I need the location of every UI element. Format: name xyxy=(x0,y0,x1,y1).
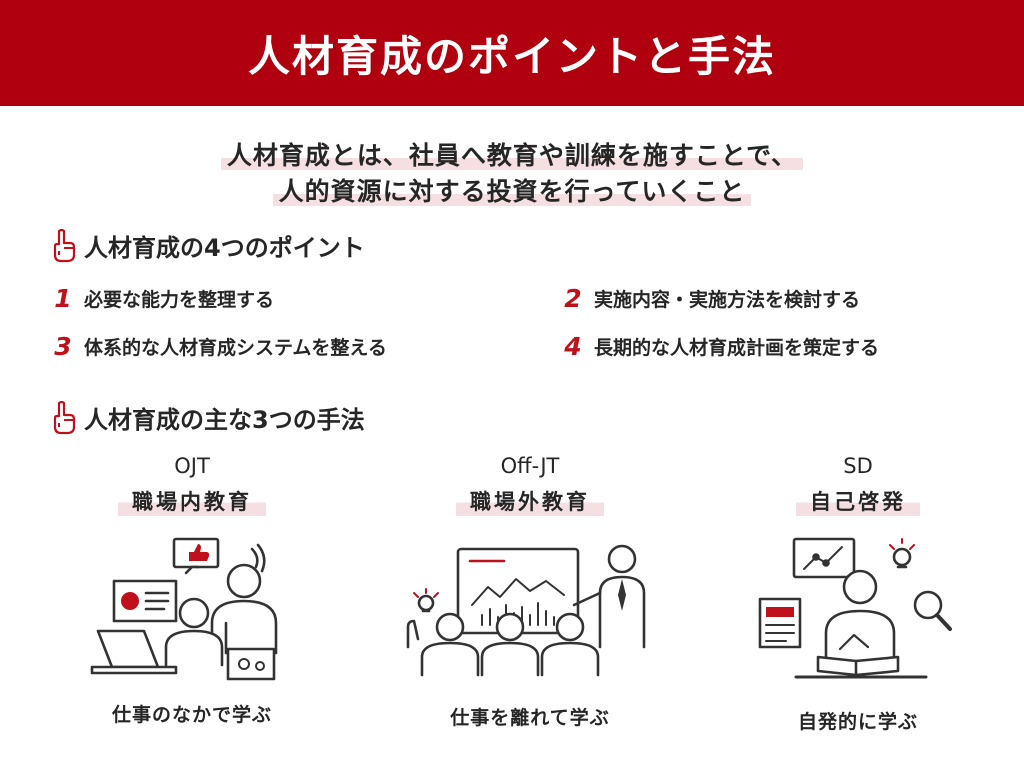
lead-text-2: 人的資源に対する投資を行っていくこと xyxy=(272,177,752,206)
pointing-finger-icon xyxy=(53,400,76,434)
book-icon xyxy=(816,655,900,677)
method-abbr-sd: SD xyxy=(843,454,873,478)
point-text-3: 体系的な人材育成システムを整える xyxy=(84,337,387,359)
offjt-illustration xyxy=(406,544,646,677)
gear-icon xyxy=(226,647,276,681)
method-name-ojt: 職場内教育 xyxy=(118,486,266,516)
point-number-4: 4 xyxy=(564,332,582,361)
method-ojt: OJT 職場内教育 xyxy=(72,452,312,516)
lead-line-1: 人材育成とは、社員へ教育や訓練を施すことで、 xyxy=(0,136,1024,172)
lightbulb-icon xyxy=(889,538,915,569)
point-text-1: 必要な能力を整理する xyxy=(84,289,275,311)
point-item-1: 1 必要な能力を整理する xyxy=(50,284,274,313)
point-number-2: 2 xyxy=(564,284,582,313)
method-offjt: Off-JT 職場外教育 xyxy=(410,452,650,516)
laptop-icon xyxy=(90,629,178,675)
points-section-heading: 人材育成の4つのポイント xyxy=(50,228,365,263)
page-title: 人材育成のポイントと手法 xyxy=(247,31,776,81)
point-item-4: 4 長期的な人材育成計画を策定する xyxy=(560,332,879,361)
lightbulb-icon xyxy=(413,588,439,613)
method-abbr-offjt: Off-JT xyxy=(500,454,560,478)
sd-illustration xyxy=(758,537,952,679)
lead-text-1: 人材育成とは、社員へ教育や訓練を施すことで、 xyxy=(220,141,804,170)
point-number-1: 1 xyxy=(54,284,72,313)
caption-offjt: 仕事を離れて学ぶ xyxy=(450,707,610,729)
caption-sd: 自発的に学ぶ xyxy=(797,711,918,733)
point-item-3: 3 体系的な人材育成システムを整える xyxy=(50,332,387,361)
caption-ojt: 仕事のなかで学ぶ xyxy=(111,704,272,726)
point-text-4: 長期的な人材育成計画を策定する xyxy=(594,337,880,359)
method-name-sd: 自己啓発 xyxy=(796,486,920,516)
methods-section-heading: 人材育成の主な3つの手法 xyxy=(50,400,365,435)
magnifier-icon xyxy=(913,590,952,631)
pointing-finger-icon xyxy=(53,228,76,262)
ojt-illustration xyxy=(90,537,278,681)
lead-line-2: 人的資源に対する投資を行っていくこと xyxy=(0,172,1024,208)
method-name-offjt: 職場外教育 xyxy=(456,486,604,516)
method-abbr-ojt: OJT xyxy=(174,454,210,478)
methods-section-title: 人材育成の主な3つの手法 xyxy=(84,406,365,434)
points-section-title: 人材育成の4つのポイント xyxy=(84,234,365,262)
point-text-2: 実施内容・実施方法を検討する xyxy=(594,289,861,311)
thumbs-up-icon xyxy=(172,537,220,575)
method-sd: SD 自己啓発 xyxy=(738,452,978,516)
title-banner: 人材育成のポイントと手法 xyxy=(0,0,1024,106)
point-number-3: 3 xyxy=(54,332,72,361)
point-item-2: 2 実施内容・実施方法を検討する xyxy=(560,284,860,313)
chart-icon xyxy=(792,537,856,579)
